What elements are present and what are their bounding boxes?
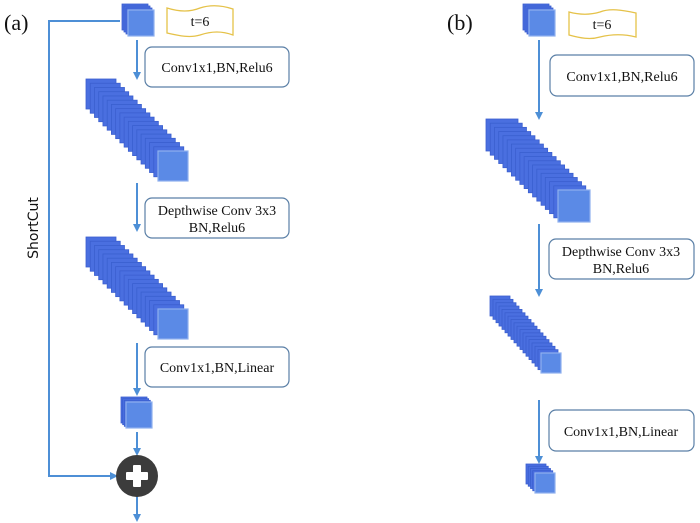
expansion-tag-text-b: t=6 — [593, 18, 612, 33]
step-label: Conv1x1,BN,Relu6 — [566, 70, 677, 85]
shortcut-connector — [48, 20, 120, 477]
feature-map-output-a — [120, 396, 153, 429]
step-label: BN,Relu6 — [593, 262, 649, 277]
feature-map-depthwise-b — [489, 295, 562, 374]
feature-map-slice — [557, 189, 591, 223]
step-label: BN,Relu6 — [189, 221, 245, 236]
shortcut-label: ShortCut — [26, 197, 42, 259]
step-box-b-2: Depthwise Conv 3x3 BN,Relu6 — [548, 238, 695, 280]
feature-map-slice — [540, 352, 562, 374]
step-label: Conv1x1,BN,Linear — [564, 425, 679, 440]
feature-map-depthwise-a — [85, 236, 189, 340]
step-label: Depthwise Conv 3x3 — [158, 204, 276, 219]
feature-map-input-b — [522, 3, 556, 37]
panel-a: (a) t=6 Conv1x1,BN,Relu6 Depthwise Conv … — [4, 3, 290, 522]
step-label: Depthwise Conv 3x3 — [562, 245, 680, 260]
expansion-tag-a: t=6 — [166, 5, 234, 38]
feature-map-output-b — [525, 463, 556, 494]
step-box-b-1: Conv1x1,BN,Relu6 — [549, 54, 695, 97]
feature-map-slice — [125, 401, 153, 429]
expansion-tag-text-a: t=6 — [191, 15, 210, 30]
step-box-a-1: Conv1x1,BN,Relu6 — [144, 46, 290, 88]
step-box-a-2: Depthwise Conv 3x3 BN,Relu6 — [144, 197, 290, 239]
feature-map-expanded-b — [485, 118, 591, 223]
feature-map-input-a — [121, 3, 155, 37]
expansion-tag-b: t=6 — [568, 9, 637, 40]
step-box-a-3: Conv1x1,BN,Linear — [144, 346, 290, 388]
panel-b: (b) t=6 Conv1x1,BN,Relu6 Depthwise Conv … — [447, 3, 695, 494]
panel-label-b: (b) — [447, 10, 473, 35]
step-label: Conv1x1,BN,Relu6 — [161, 61, 272, 76]
feature-map-slice — [157, 308, 189, 340]
feature-map-expanded-a — [85, 78, 189, 182]
feature-map-slice — [534, 472, 556, 494]
feature-map-slice — [157, 150, 189, 182]
feature-map-slice — [528, 9, 556, 37]
step-label: Conv1x1,BN,Linear — [160, 361, 275, 376]
step-box-b-3: Conv1x1,BN,Linear — [548, 409, 695, 452]
add-node — [116, 455, 158, 497]
feature-map-slice — [127, 9, 155, 37]
panel-label-a: (a) — [4, 10, 28, 35]
